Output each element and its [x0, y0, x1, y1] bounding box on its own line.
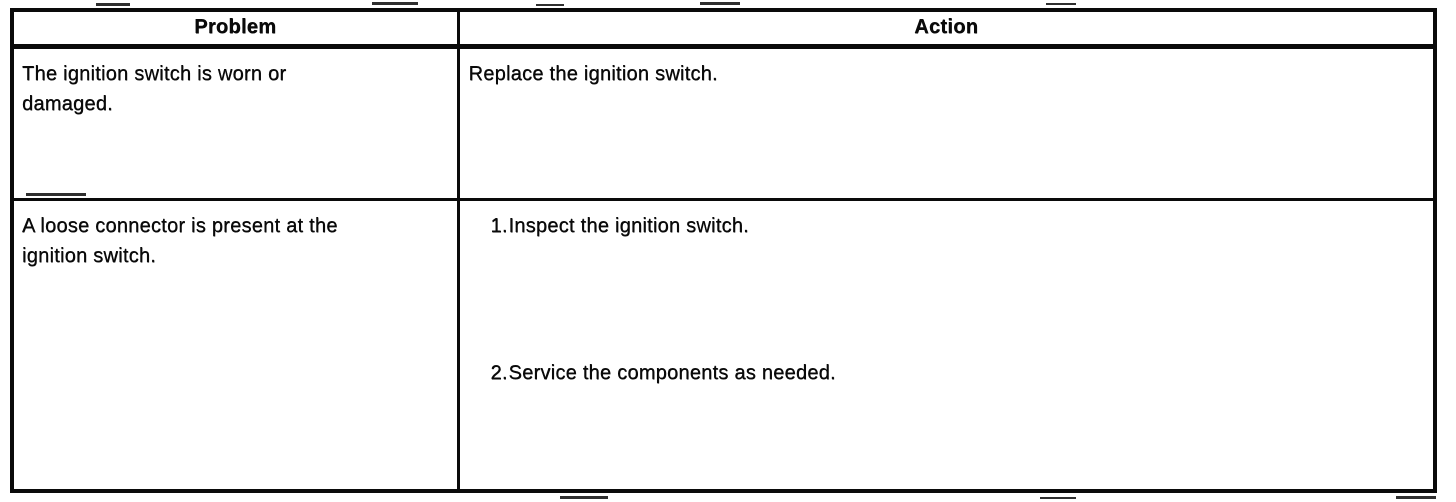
problem-text: A loose connector is present at the igni… [22, 214, 338, 267]
scan-artifact [700, 2, 740, 5]
action-cell: Replace the ignition switch. [456, 44, 1437, 201]
troubleshooting-table: Problem Action The ignition switch is wo… [10, 8, 1437, 493]
step-number: 2. [490, 361, 508, 384]
scan-artifact [1046, 3, 1076, 5]
step-text: Service the components as needed. [508, 361, 836, 384]
action-cell: 1. Inspect the ignition switch. 2. Servi… [456, 197, 1437, 493]
scan-artifact [536, 4, 564, 6]
column-header-problem: Problem [10, 8, 460, 49]
scan-artifact [1040, 497, 1076, 499]
action-step: 2. Service the components as needed. [468, 358, 1426, 388]
scan-artifact [372, 2, 418, 5]
problem-cell: The ignition switch is worn or damaged. [10, 44, 460, 201]
table-row: A loose connector is present at the igni… [10, 197, 1437, 493]
scan-artifact [560, 496, 608, 499]
problem-text: The ignition switch is worn or damaged. [22, 62, 287, 115]
problem-cell: A loose connector is present at the igni… [10, 197, 460, 493]
action-step: 1. Inspect the ignition switch. [468, 211, 1426, 241]
step-text: Inspect the ignition switch. [508, 214, 749, 237]
scan-artifact [1396, 496, 1436, 499]
column-header-action: Action [456, 8, 1437, 49]
action-text: Replace the ignition switch. [468, 62, 718, 85]
table-row: The ignition switch is worn or damaged. … [10, 44, 1437, 201]
scan-artifact [96, 3, 130, 6]
header-row: Problem Action [10, 8, 1437, 49]
step-number: 1. [490, 214, 508, 237]
